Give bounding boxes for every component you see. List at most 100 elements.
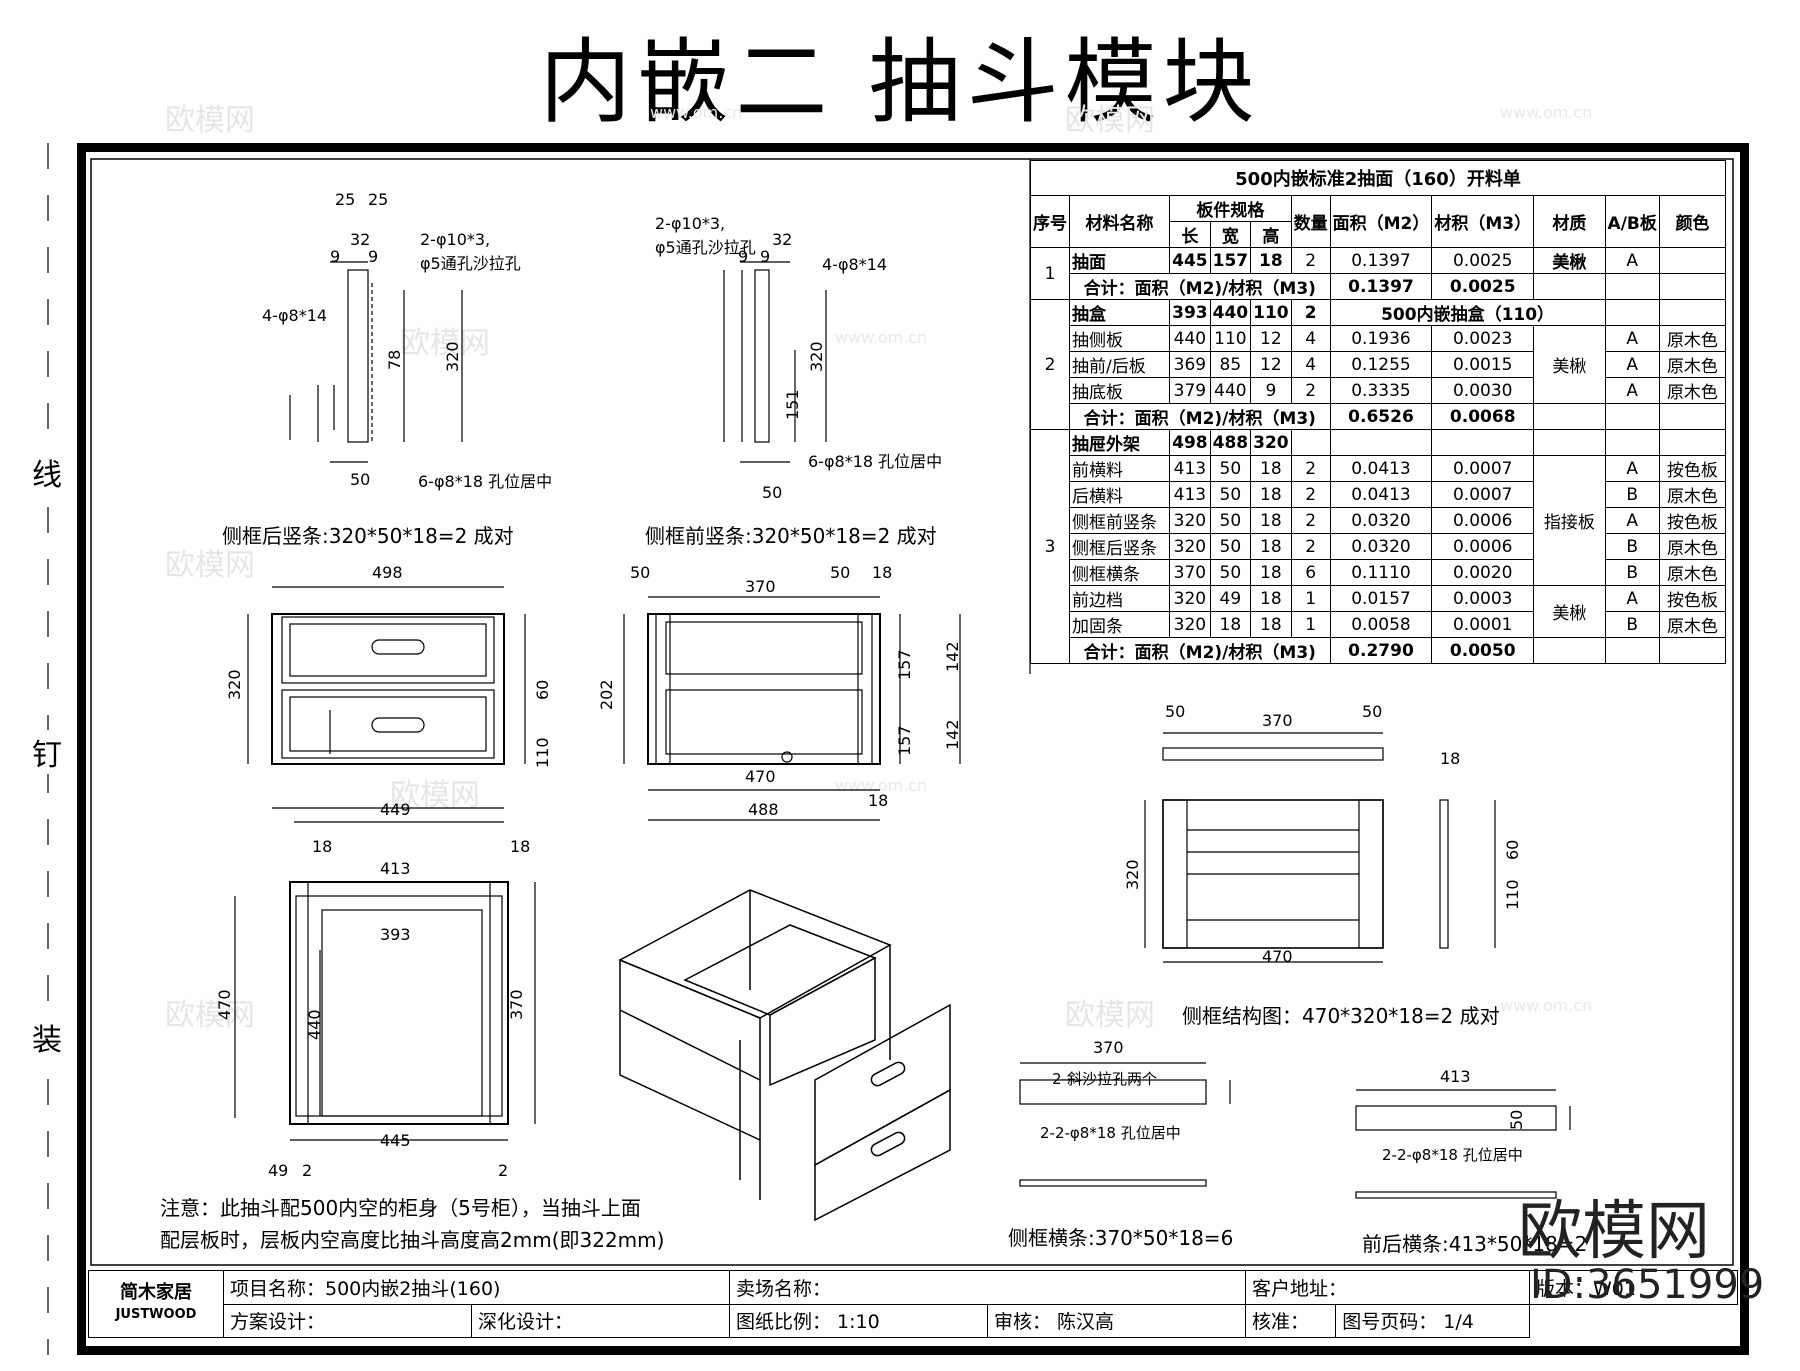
svg-text:498: 498 [372,563,403,582]
cell: 抽前/后板 [1068,351,1171,378]
cell: 原木色 [1658,377,1727,404]
front-back-rail-drawing [1355,1089,1571,1199]
svg-text:142: 142 [943,641,962,672]
page-title: 内嵌二 抽斗模块 [539,29,1261,136]
cell: 370 [1169,559,1211,586]
cell: 0.3335 [1329,377,1433,404]
cell: 369 [1169,351,1211,378]
cell: 按色板 [1658,455,1727,482]
cell: 445 [1169,247,1211,274]
cell: A [1604,585,1660,612]
cell: 0.0025 [1431,273,1535,300]
svg-text:32: 32 [350,230,370,249]
cell: 抽盒 [1068,299,1171,326]
callout-text: 2-2-φ8*18 孔位居中 [1382,1146,1523,1164]
cell: 抽面 [1068,247,1171,274]
svg-text:32: 32 [772,230,792,249]
cell: 1 [1290,585,1331,612]
callout-text: 6-φ8*18 孔位居中 [808,452,943,471]
cell: 0.0030 [1431,377,1535,404]
svg-text:49: 49 [268,1161,288,1180]
svg-text:25: 25 [368,190,388,209]
cell: B [1604,481,1660,508]
cell: 320 [1250,429,1292,456]
cell: 18 [1209,611,1252,638]
svg-text:470: 470 [215,989,234,1020]
cell: 原木色 [1658,611,1727,638]
cell: 按色板 [1658,585,1727,612]
cell: 85 [1209,351,1252,378]
cell: 440 [1209,377,1252,404]
cell: B [1604,559,1660,586]
page-number: 图号页码： 1/4 [1335,1303,1530,1338]
col-header: 板件规格 [1169,195,1292,222]
svg-text:157: 157 [895,725,914,756]
cell: 12 [1250,351,1292,378]
cell: 抽屉外架 [1068,429,1171,456]
cell: 0.0003 [1431,585,1535,612]
project-name: 项目名称：500内嵌2抽斗(160) [223,1270,730,1305]
cell: 原木色 [1658,481,1727,508]
cell [1604,429,1660,456]
cell: 加固条 [1068,611,1171,638]
cell: B [1604,611,1660,638]
svg-text:18: 18 [868,791,888,810]
cell: 0.0058 [1329,611,1433,638]
cell: 50 [1209,481,1252,508]
col-header: 宽 [1209,221,1252,248]
cell: 440 [1169,325,1211,352]
svg-text:50: 50 [1507,1110,1526,1130]
callout-text: 4-φ8*14 [822,255,888,274]
cell [1604,637,1660,664]
watermark-url: www.om.cn [835,328,928,347]
col-header: A/B板 [1604,195,1660,248]
cell: 413 [1169,481,1211,508]
cutlist-title: 500内嵌标准2抽面（160）开料单 [1030,160,1726,196]
cell [1533,273,1606,300]
client-address: 客户地址： [1245,1270,1530,1305]
svg-text:470: 470 [1262,947,1293,966]
cell: 1 [1030,247,1070,300]
cell: 0.1255 [1329,351,1433,378]
svg-text:9: 9 [760,247,770,266]
cell: 2 [1290,377,1331,404]
svg-text:320: 320 [443,341,462,372]
cell: B [1604,533,1660,560]
cell: A [1604,247,1660,274]
cell [1290,429,1331,456]
cell: 50 [1209,455,1252,482]
deepen-design: 深化设计： [471,1303,730,1338]
cell [1533,637,1606,664]
cell: 0.2790 [1329,637,1433,664]
cell: 0.0413 [1329,481,1433,508]
cell: 2 [1290,481,1331,508]
cell: 美楸 [1533,585,1606,638]
col-header: 颜色 [1658,195,1727,248]
cell: 0.0006 [1431,533,1535,560]
svg-text:18: 18 [1440,749,1460,768]
scheme-design: 方案设计： [223,1303,472,1338]
cell: 侧框后竖条 [1068,533,1171,560]
cell: 按色板 [1658,507,1727,534]
svg-text:320: 320 [1123,859,1142,890]
cell: 6 [1290,559,1331,586]
cell: 2 [1290,455,1331,482]
cell: 49 [1209,585,1252,612]
cell: 前横料 [1068,455,1171,482]
svg-text:9: 9 [330,247,340,266]
front-post-drawing [723,261,827,463]
cell: A [1604,351,1660,378]
col-header: 高 [1250,221,1292,248]
col-header: 材积（M3） [1431,195,1535,248]
svg-text:440: 440 [305,1009,324,1040]
cell: 0.0015 [1431,351,1535,378]
cell: 500内嵌抽盒（110） [1329,299,1606,326]
svg-text:9: 9 [738,247,748,266]
cell: 50 [1209,533,1252,560]
svg-text:370: 370 [1093,1038,1124,1057]
note: 注意：此抽斗配500内空的柜身（5号柜），当抽斗上面 配层板时，层板内空高度比抽… [160,1192,664,1256]
side-rail-drawing [1019,1062,1231,1187]
watermark-url: www.om.cn [1500,103,1593,122]
svg-text:413: 413 [1440,1067,1471,1086]
svg-text:370: 370 [745,577,776,596]
